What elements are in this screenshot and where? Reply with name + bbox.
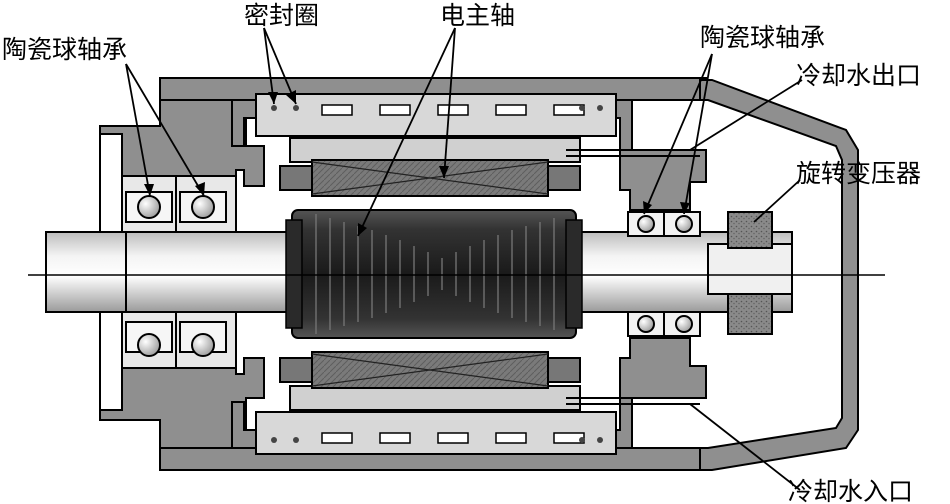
label-rotary-transformer: 旋转变压器: [796, 159, 921, 188]
end-turn-left-bottom: [279, 357, 313, 383]
stator: [279, 137, 581, 411]
stator-core-top: [289, 137, 581, 163]
coolant-slot: [321, 104, 353, 116]
stator-winding-bottom: [311, 351, 549, 389]
stator-jacket: [255, 93, 617, 455]
right-cover: [699, 79, 859, 471]
rotary-transformer: [707, 211, 793, 335]
coolant-slot: [495, 432, 527, 444]
shaft-left-end: [45, 231, 127, 313]
right-housing-bottom: [619, 337, 707, 399]
coolant-slot: [379, 104, 411, 116]
rotor-end-left: [285, 219, 303, 329]
rotor-core: [291, 209, 577, 339]
coolant-slot: [437, 104, 469, 116]
bearing-ball: [191, 195, 215, 219]
coolant-slot: [495, 104, 527, 116]
bearing-ball: [675, 215, 693, 233]
label-spindle: 电主轴: [440, 1, 515, 30]
arrow-heads: [144, 90, 690, 236]
bearing-ball: [637, 315, 655, 333]
right-bearing-pack: [627, 211, 701, 337]
coolant-pipes: [566, 149, 700, 405]
coolant-slots-top: [321, 104, 585, 116]
label-right-bearing: 陶瓷球轴承: [700, 23, 825, 52]
coolant-slot: [379, 432, 411, 444]
rotor-end-right: [565, 219, 583, 329]
leader-lines: [125, 27, 803, 491]
transformer-rotor-bottom: [727, 293, 773, 335]
label-coolant-in: 冷却水入口: [788, 477, 913, 504]
jacket-bottom: [255, 411, 617, 455]
label-seal-ring: 密封圈: [244, 1, 319, 30]
seal-ring-dots: [271, 105, 603, 443]
rotor: [285, 209, 583, 339]
right-housing: [619, 149, 707, 211]
bearing-ball: [675, 315, 693, 333]
stator-core-bottom: [289, 385, 581, 411]
bearing-ball: [191, 333, 215, 357]
coolant-slot: [437, 432, 469, 444]
left-bearing-pack: [121, 175, 237, 369]
transformer-shaft-sleeve: [707, 243, 793, 295]
coolant-slot: [321, 432, 353, 444]
bearing-ball: [137, 333, 161, 357]
bearing-ball: [137, 195, 161, 219]
end-turn-left-top: [279, 165, 313, 191]
end-turn-right-top: [547, 165, 581, 191]
label-left-bearing: 陶瓷球轴承: [2, 35, 127, 64]
coolant-slots-bottom: [321, 432, 585, 444]
winding-x-marks: [311, 161, 549, 387]
end-turn-right-bottom: [547, 357, 581, 383]
label-coolant-out: 冷却水出口: [796, 61, 921, 90]
transformer-rotor: [727, 211, 773, 249]
rotor-bars: [315, 214, 555, 334]
bearing-ball: [637, 215, 655, 233]
